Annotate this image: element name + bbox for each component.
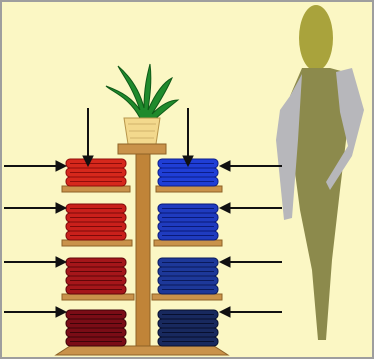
shelf-board-top-right: [156, 186, 222, 192]
shelf-board-2-right: [154, 240, 222, 246]
center-pole: [136, 154, 150, 346]
shelf-board-3-right: [152, 294, 222, 300]
shelf-board-top-left: [62, 186, 130, 192]
shelf-top-cap: [118, 144, 166, 154]
shelf-board-2-left: [62, 240, 132, 246]
mannequin-head: [299, 5, 333, 71]
shelf-base: [56, 346, 228, 355]
shelf-board-3-left: [62, 294, 134, 300]
